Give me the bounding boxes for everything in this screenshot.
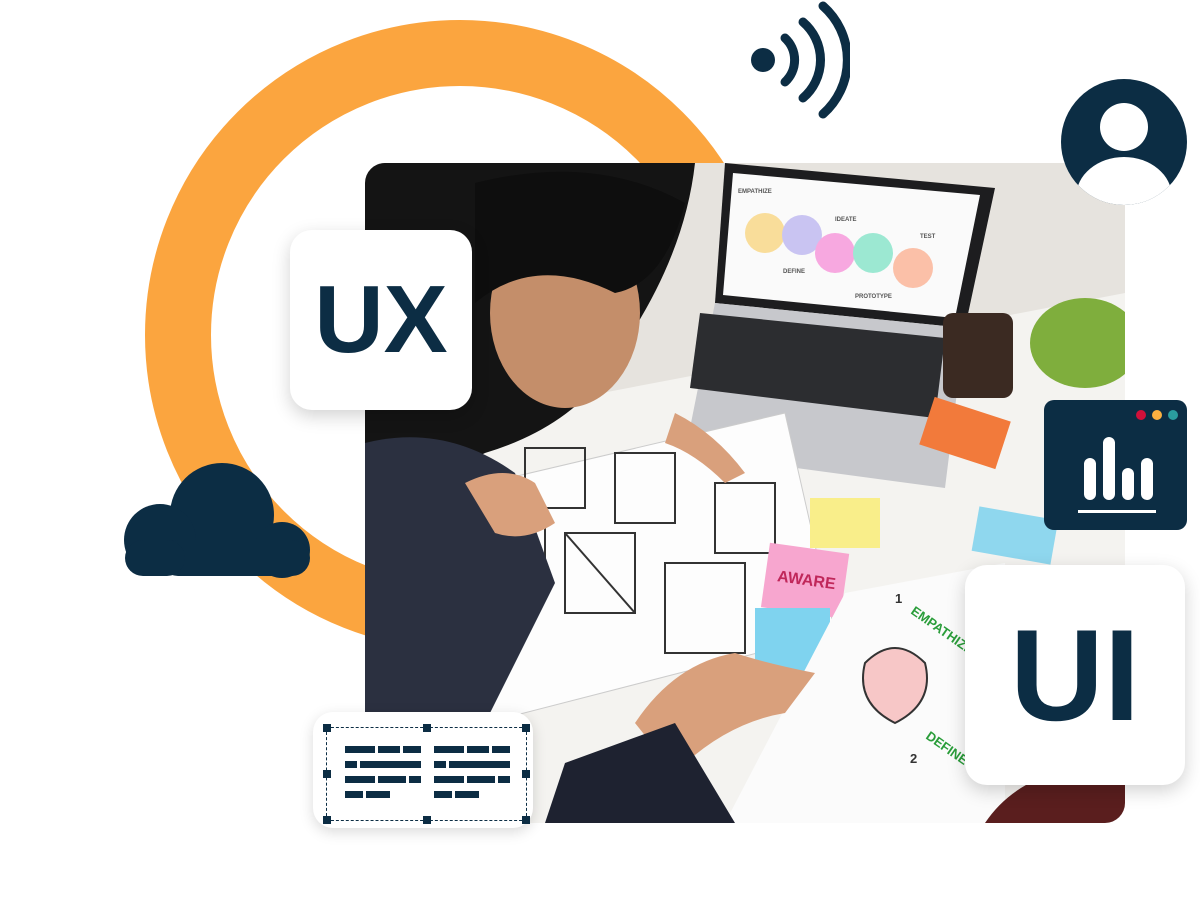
step-number: 1 bbox=[895, 591, 902, 606]
bar-chart-window-icon bbox=[1044, 400, 1187, 530]
chart-bar bbox=[1122, 468, 1134, 500]
window-dot-yellow bbox=[1152, 410, 1162, 420]
screen-label: PROTOTYPE bbox=[855, 294, 892, 300]
window-dot-teal bbox=[1168, 410, 1178, 420]
chart-bar bbox=[1084, 458, 1096, 500]
ui-badge: UI bbox=[965, 565, 1185, 785]
step-number: 2 bbox=[910, 751, 917, 766]
screen-label: TEST bbox=[920, 234, 936, 240]
chart-bar bbox=[1141, 458, 1153, 500]
ux-badge: UX bbox=[290, 230, 472, 410]
chart-baseline bbox=[1078, 510, 1156, 513]
screen-label: IDEATE bbox=[835, 217, 857, 223]
text-layout-icon bbox=[313, 712, 533, 828]
user-avatar-icon bbox=[1061, 79, 1187, 205]
selection-box bbox=[323, 724, 530, 824]
window-dot-red bbox=[1136, 410, 1146, 420]
wifi-icon bbox=[751, 1, 850, 119]
cloud-icon bbox=[124, 463, 310, 578]
screen-label: EMPATHIZE bbox=[738, 189, 772, 195]
chart-bar bbox=[1103, 437, 1115, 500]
screen-label: DEFINE bbox=[783, 269, 805, 275]
